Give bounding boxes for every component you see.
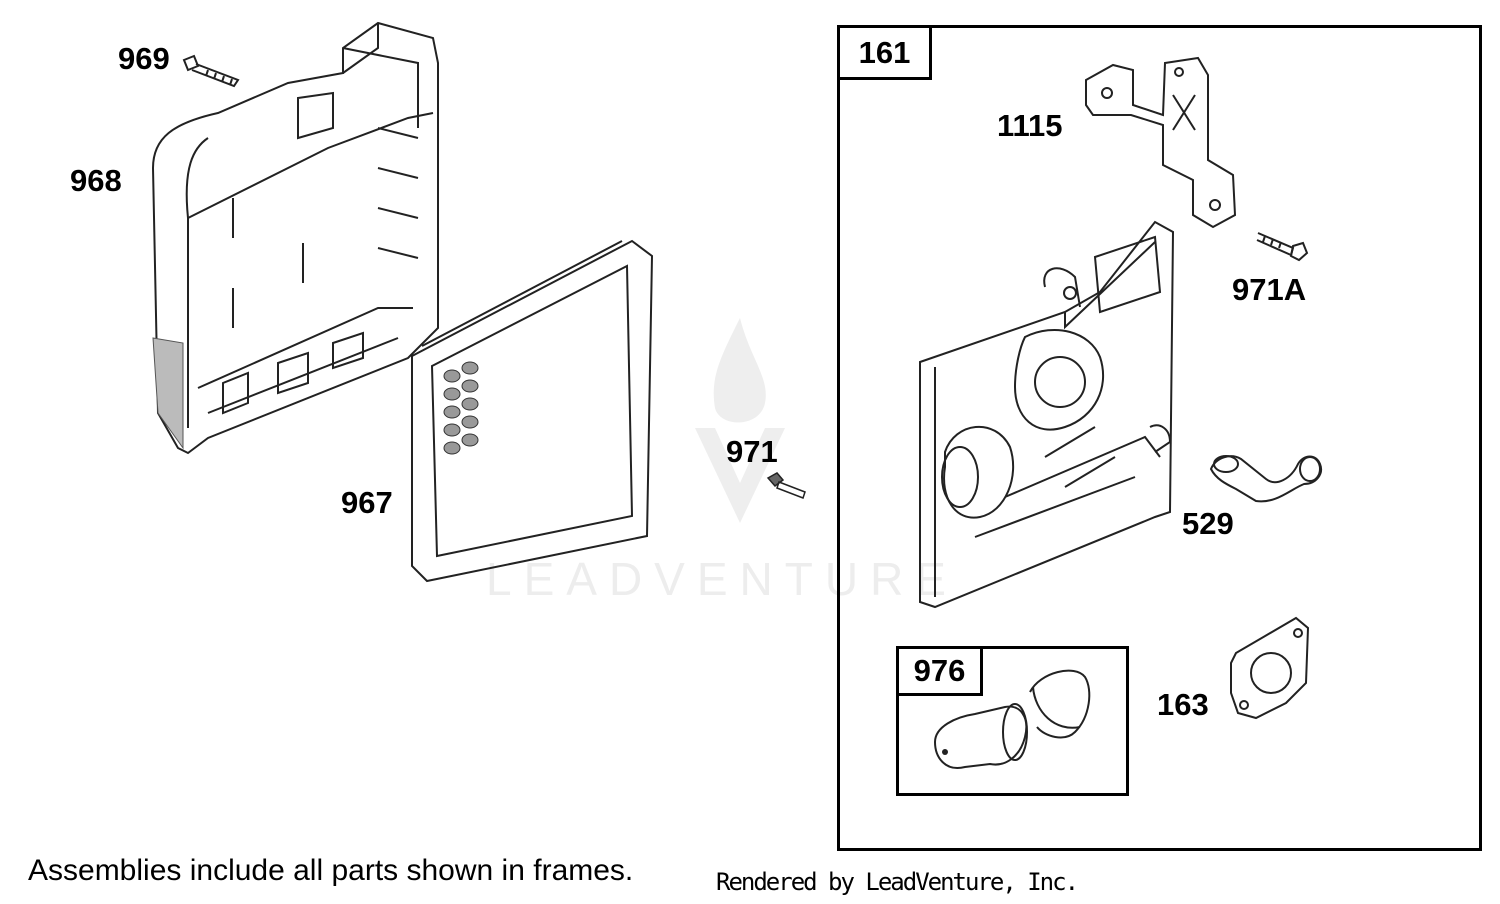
watermark-logo-icon [695, 318, 785, 523]
render-credit: Rendered by LeadVenture, Inc. [716, 868, 1079, 896]
assembly-frame-976 [896, 646, 1129, 796]
watermark-text: LEADVENTURE [486, 553, 958, 605]
assembly-frame-161 [837, 25, 1482, 851]
assembly-tag-161: 161 [837, 25, 932, 80]
nozzle-and-clamp-976-drawing [933, 669, 1091, 769]
breather-tube-529-drawing [1209, 455, 1322, 503]
bracket-1115-drawing [1085, 56, 1237, 229]
gasket-163-drawing [1230, 616, 1310, 720]
callout-163: 163 [1157, 687, 1209, 722]
screw-971a-drawing [1256, 232, 1309, 262]
callout-967: 967 [341, 485, 393, 520]
callout-969: 969 [118, 41, 170, 76]
air-cleaner-base-drawing [151, 21, 439, 455]
screw-969-drawing [182, 54, 240, 88]
assemblies-footer-note: Assemblies include all parts shown in fr… [28, 854, 634, 887]
air-cleaner-base-161-drawing [919, 220, 1175, 609]
screw-971-drawing [766, 472, 806, 499]
callout-529: 529 [1182, 506, 1234, 541]
callout-971: 971 [726, 434, 778, 469]
callout-971a: 971A [1232, 272, 1307, 307]
assembly-tag-976: 976 [896, 646, 983, 696]
callout-1115: 1115 [997, 108, 1063, 143]
callout-968: 968 [70, 163, 122, 198]
air-filter-element-drawing [411, 239, 654, 583]
